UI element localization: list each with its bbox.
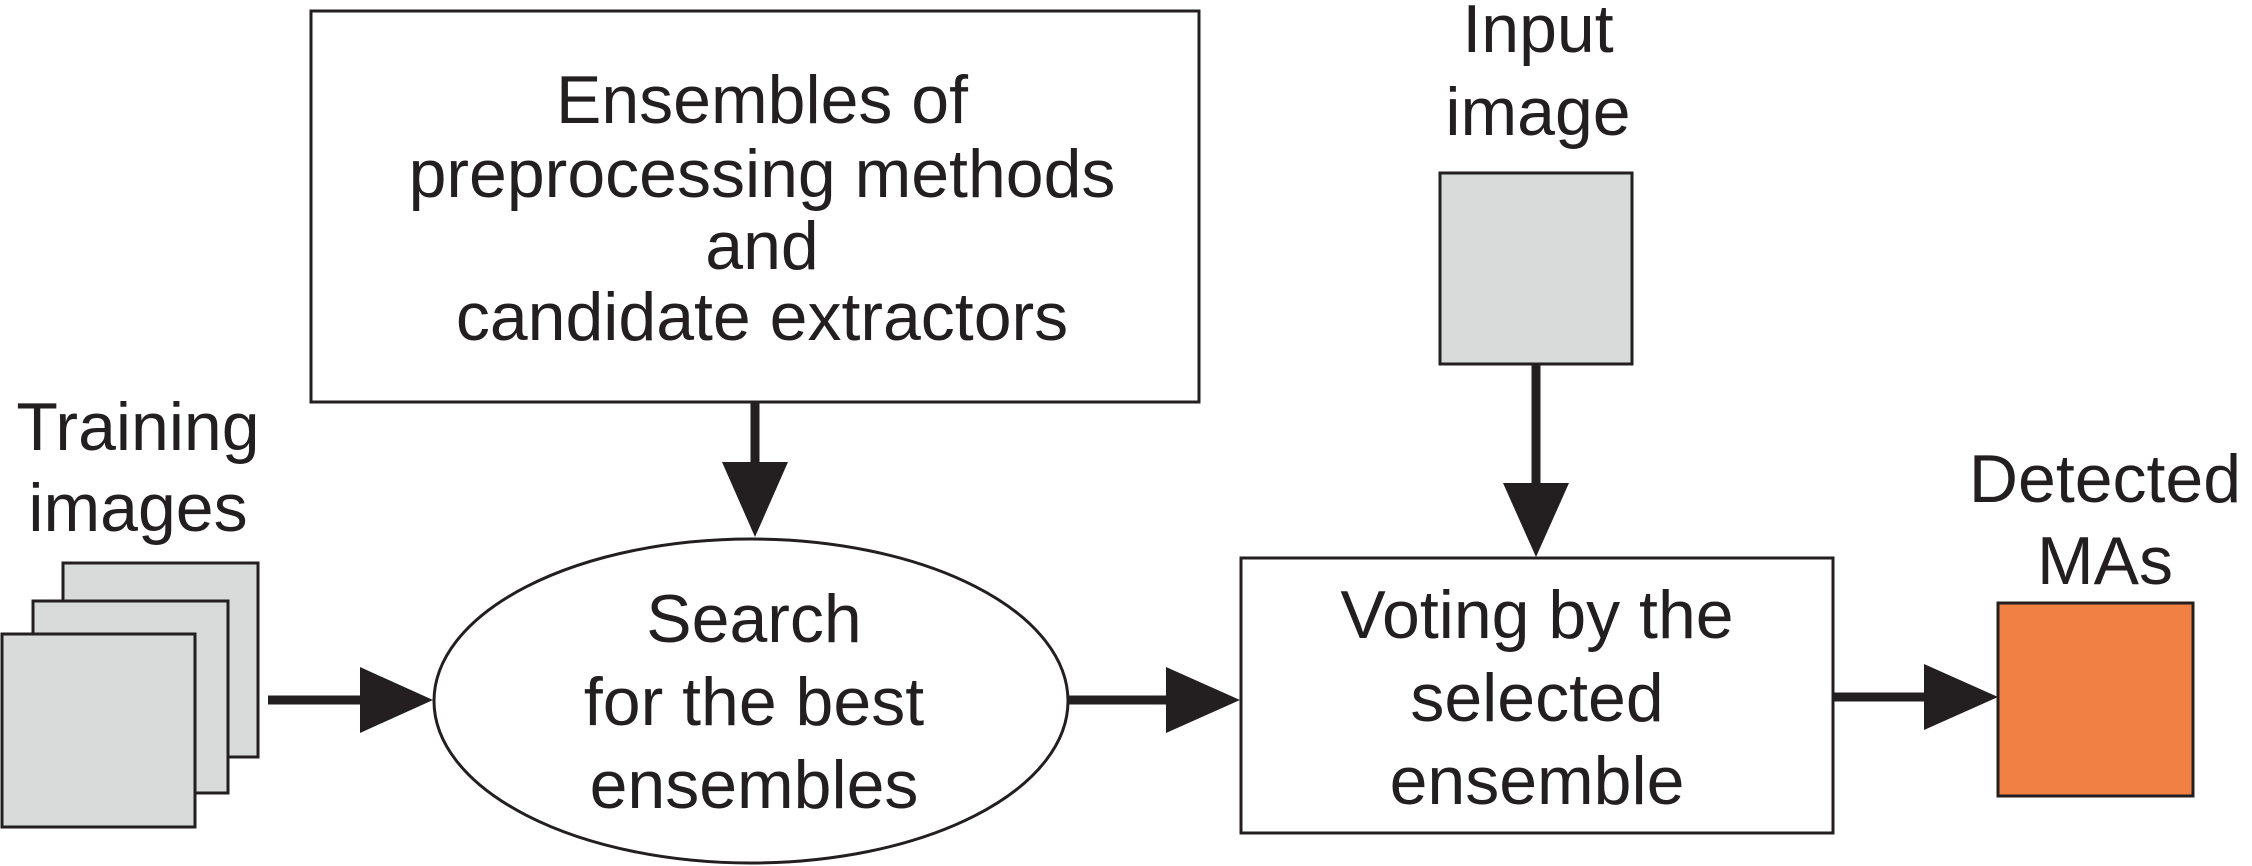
arrow-training-to-search (268, 667, 433, 733)
detected-mas-square (1996, 601, 2195, 798)
ensembles-box-line-1: Ensembles of (556, 62, 968, 138)
training-images: Training images (0, 389, 260, 829)
ensembles-box-line-3: and (705, 208, 818, 284)
search-ellipse-line-2: for the best (584, 664, 924, 740)
input-image: Input image (1438, 0, 1634, 366)
arrow-ensembles-to-search (722, 402, 788, 537)
ensembles-box: Ensembles of preprocessing methods and c… (309, 9, 1201, 404)
detected-mas: Detected MAs (1969, 441, 2241, 798)
input-image-label-line-1: Input (1462, 0, 1613, 67)
search-ellipse-line-3: ensembles (590, 747, 919, 823)
arrow-voting-to-detected (1833, 664, 1998, 730)
voting-box-line-1: Voting by the (1340, 577, 1733, 653)
input-image-label-line-2: image (1445, 74, 1630, 150)
arrow-search-to-voting (1068, 667, 1240, 733)
input-image-square (1438, 171, 1634, 366)
ensembles-box-line-4: candidate extractors (456, 279, 1068, 355)
ensembles-box-line-2: preprocessing methods (409, 136, 1116, 212)
arrow-input-to-voting (1503, 364, 1569, 557)
search-ellipse-line-1: Search (646, 581, 861, 657)
voting-box-line-2: selected (1410, 660, 1663, 736)
training-images-label-line-1: Training (16, 389, 259, 465)
training-images-label-line-2: images (28, 470, 247, 546)
voting-box: Voting by the selected ensemble (1239, 556, 1835, 835)
training-image-front (0, 632, 197, 829)
search-ellipse: Search for the best ensembles (432, 537, 1070, 865)
detected-mas-label-line-2: MAs (2037, 523, 2173, 599)
voting-box-line-3: ensemble (1390, 743, 1685, 819)
detected-mas-label-line-1: Detected (1969, 441, 2241, 517)
